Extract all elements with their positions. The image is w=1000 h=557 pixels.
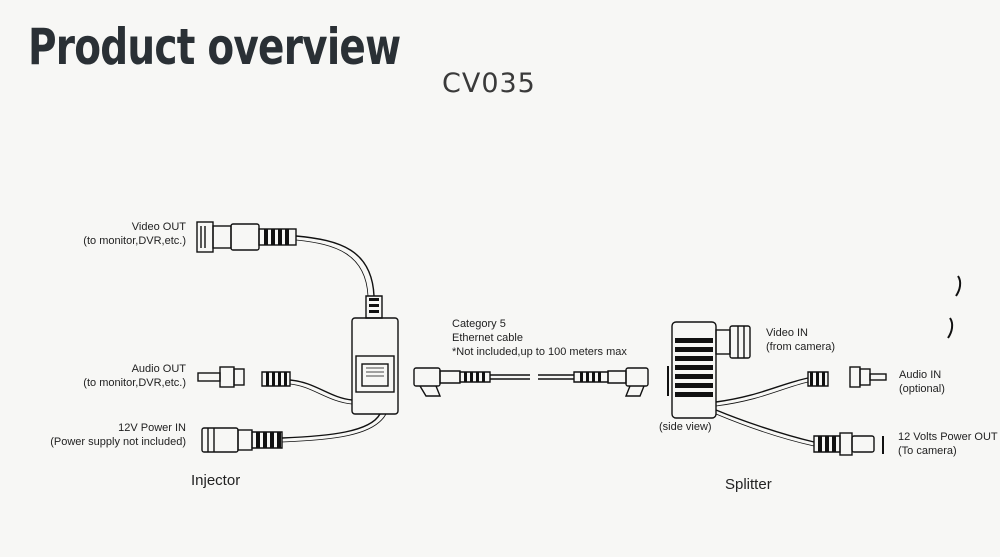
injector-body [351,295,399,415]
power-out-label: 12 Volts Power OUT (To camera) [898,431,998,457]
power-out-dc-plug [839,432,884,456]
audio-in-rca-connector [849,366,887,388]
video-out-cable [295,235,375,297]
splitter-body [667,321,717,419]
power-in-cable [281,413,381,439]
page-title: Product overview [28,18,401,76]
splitter-vents [675,338,713,397]
video-in-label: Video IN (from camera) [766,327,836,353]
video-out-label: Video OUT (to monitor,DVR,etc.) [83,221,186,247]
power-in-label: 12V Power IN (Power supply not included) [50,422,186,448]
model-number: CV035 [442,68,536,99]
power-in-dc-jack [201,427,253,453]
injector-label: Injector [191,472,241,489]
audio-out-cable [289,379,353,401]
ethernet-cable [413,367,649,397]
audio-in-label: Audio IN (optional) [899,369,945,395]
power-in-cable-inner [281,413,387,443]
video-in-bnc-connector [715,325,751,359]
audio-in-cable [715,377,809,403]
video-out-cable-inner [295,239,369,297]
video-out-strain-relief [264,229,289,245]
power-out-cable [715,409,815,443]
audio-out-strain-relief [266,372,287,386]
side-view-label: (side view) [659,421,712,433]
audio-out-rca-connector [197,366,245,388]
video-out-bnc-connector [196,221,297,253]
splitter-label: Splitter [725,476,772,493]
audio-out-label: Audio OUT (to monitor,DVR,etc.) [83,363,186,389]
audio-out-cable-inner [289,383,353,405]
cable-label: Category 5 Ethernet cable *Not included,… [452,318,627,358]
